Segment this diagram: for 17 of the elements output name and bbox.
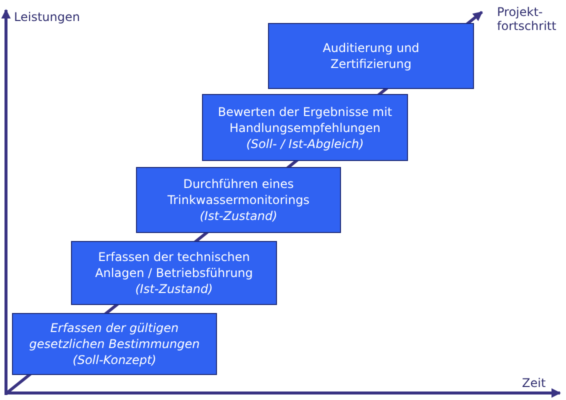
axis-label: Zeit [522,376,546,390]
step-note: (Soll- / Ist-Abgleich) [246,136,364,152]
step-box [202,94,408,161]
step-box [12,313,217,375]
axis-label: Leistungen [14,10,80,24]
step-text: Bewerten der Ergebnisse mit Handlungsempfehlungen [216,104,394,136]
step-text: Auditierung und Zertifizierung [322,40,420,72]
step-box [268,23,474,89]
step-box [136,167,341,233]
step-box [71,241,277,305]
arrow-label: Projekt- fortschritt [497,5,556,33]
step-note: (Soll-Konzept) [72,352,156,368]
step-note: (Ist-Zustand) [135,281,213,297]
step-text: Durchführen eines Trinkwassermonitorings [166,176,310,208]
step-text: Erfassen der technischen Anlagen / Betriebsführung [94,249,254,281]
step-note: (Ist-Zustand) [200,208,278,224]
step-text: Erfassen der gültigen gesetzlichen Bestimmungen [28,320,201,352]
